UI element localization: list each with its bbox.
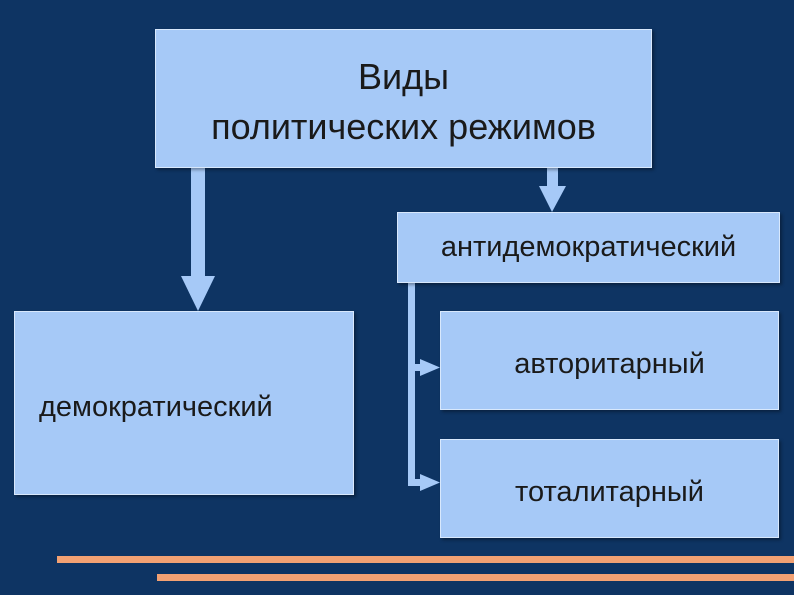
- node-authoritarian: авторитарный: [440, 311, 779, 410]
- node-democratic-label: демократический: [39, 390, 273, 423]
- title-line-2: политических режимов: [211, 105, 596, 147]
- node-authoritarian-label: авторитарный: [514, 348, 705, 380]
- node-democratic: демократический: [14, 311, 354, 495]
- node-antidemocratic-label: антидемократический: [440, 231, 737, 263]
- title-box: Виды политических режимов: [155, 29, 652, 168]
- node-totalitarian: тоталитарный: [440, 439, 779, 538]
- node-totalitarian-label: тоталитарный: [515, 476, 704, 508]
- accent-stripe-top: [57, 556, 794, 563]
- diagram-title: Виды политических режимов: [211, 52, 596, 151]
- accent-stripe-bottom: [157, 574, 794, 581]
- arrow-title-to-antidemocratic: [539, 168, 566, 212]
- arrow-title-to-democratic: [181, 168, 215, 311]
- bracket-antidemocratic-children: [408, 283, 440, 491]
- title-line-1: Виды: [357, 55, 449, 97]
- node-antidemocratic: антидемократический: [397, 212, 780, 283]
